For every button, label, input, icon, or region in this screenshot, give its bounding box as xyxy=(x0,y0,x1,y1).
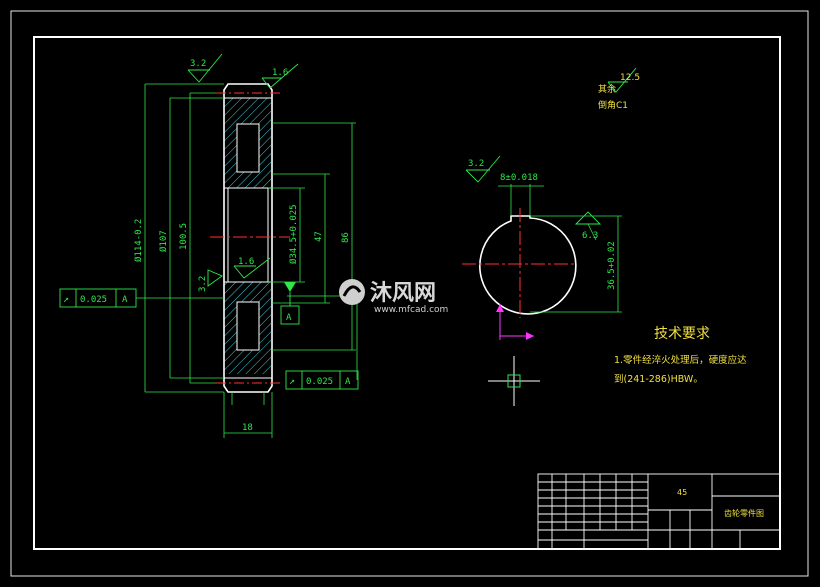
bore-outline xyxy=(479,215,577,315)
roughness-rest-label: 其余 xyxy=(598,83,616,95)
chamfer-note: 倒角C1 xyxy=(598,99,628,111)
dim-key-depth: 36.5+0.02 xyxy=(607,241,617,290)
roughness-face: 3.2 xyxy=(198,276,208,292)
tol-left-symbol: ↗ xyxy=(63,294,69,305)
gear-section-view xyxy=(210,83,290,393)
tol-left-datum: A xyxy=(122,295,128,305)
watermark-url: www.mfcad.com xyxy=(374,305,448,315)
dim-root-diameter: Ø107 xyxy=(158,230,169,252)
dim-bore-diameter: Ø34.5+0.025 xyxy=(288,204,299,264)
dim-hub-47: 47 xyxy=(314,231,324,242)
outer-frame xyxy=(10,10,809,577)
datum-a-label: A xyxy=(286,313,292,323)
tol-bottom-value: 0.025 xyxy=(306,377,333,387)
roughness-symbols xyxy=(187,53,637,287)
title-block-texts: 45 齿轮零件图 xyxy=(677,488,764,518)
cursor-crosshair xyxy=(488,356,540,406)
watermark-logo xyxy=(339,279,365,305)
watermark: 沐风网 www.mfcad.com xyxy=(339,279,448,315)
title-block xyxy=(537,473,781,550)
dimension-texts: Ø114-0.2 Ø107 100.5 Ø34.5+0.025 47 86 18… xyxy=(63,59,640,433)
dim-pitch-diameter: 100.5 xyxy=(179,223,189,250)
roughness-bore: 1.6 xyxy=(238,257,254,267)
tol-bottom-symbol: ↗ xyxy=(289,376,295,387)
roughness-key-top: 3.2 xyxy=(468,159,484,169)
dim-width: 18 xyxy=(242,423,253,433)
watermark-brand: 沐风网 xyxy=(370,281,436,306)
tol-left-value: 0.025 xyxy=(80,295,107,305)
roughness-key-side: 6.3 xyxy=(582,231,598,241)
roughness-top-right: 1.6 xyxy=(272,68,288,78)
tech-req-line2: 到(241-286)HBW。 xyxy=(614,373,703,385)
dim-hub-86: 86 xyxy=(341,232,351,243)
roughness-top-left: 3.2 xyxy=(190,59,206,69)
tolerance-frames xyxy=(59,288,359,390)
datum-a xyxy=(280,282,300,325)
gear-outline xyxy=(223,83,273,393)
dim-outer-diameter: Ø114-0.2 xyxy=(133,219,144,262)
tech-req-line1: 1.零件经淬火处理后，硬度应达 xyxy=(614,354,747,366)
dimension-lines xyxy=(136,83,358,438)
hub-end-view xyxy=(462,184,622,340)
tol-bottom-datum: A xyxy=(345,377,351,387)
roughness-rest-value: 12.5 xyxy=(620,73,640,83)
dim-key-width: 8±0.018 xyxy=(500,173,538,183)
inner-frame xyxy=(33,36,781,550)
title-block-material: 45 xyxy=(677,488,687,497)
tech-req-title: 技术要求 xyxy=(654,326,710,342)
title-block-part-name: 齿轮零件图 xyxy=(724,508,764,518)
technical-requirements: 技术要求 1.零件经淬火处理后，硬度应达 到(241-286)HBW。 xyxy=(614,326,747,385)
